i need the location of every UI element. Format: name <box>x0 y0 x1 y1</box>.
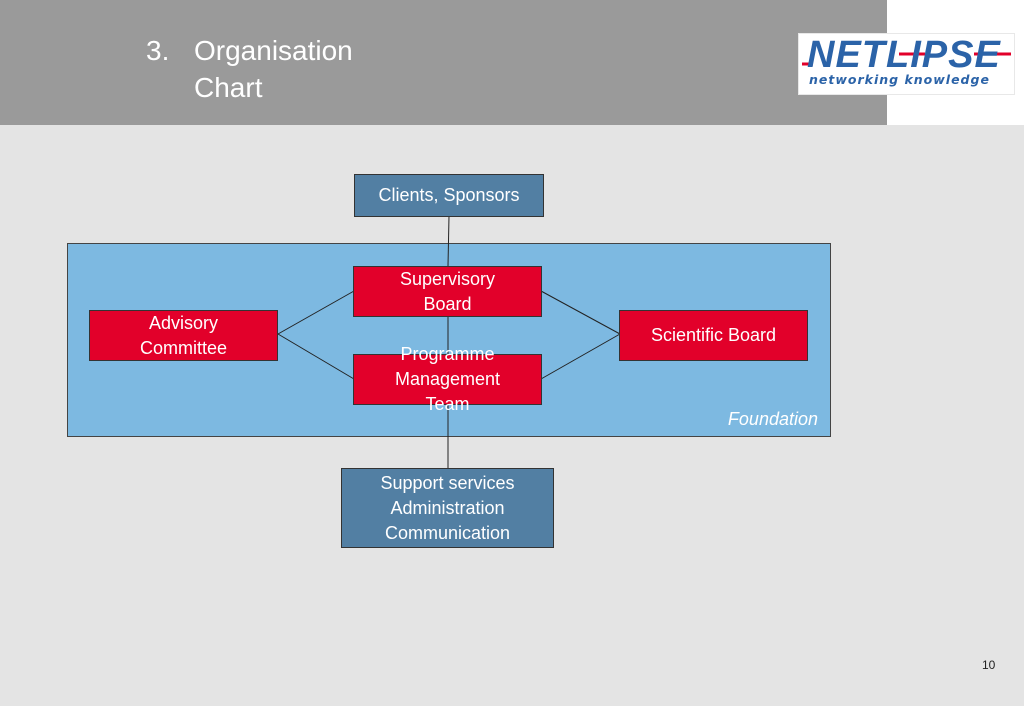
node-programme-management-team: Programme Management Team <box>353 344 542 414</box>
node-supervisory-board: Supervisory Board <box>353 266 542 317</box>
connector-programme-to-scientific <box>540 333 621 380</box>
logo-tagline: networking knowledge <box>809 72 990 87</box>
connector-advisory-to-supervisory <box>277 290 355 335</box>
title-text: Organisation Chart <box>194 35 353 103</box>
connector-supervisory-to-scientific <box>540 290 621 335</box>
header-bar: 3. Organisation Chart <box>0 0 887 125</box>
connector-advisory-to-programme <box>277 333 355 380</box>
title-number: 3. <box>146 35 170 66</box>
foundation-label: Foundation <box>727 409 818 429</box>
node-advisory-committee: Advisory Committee <box>89 310 278 361</box>
node-clients-sponsors: Clients, Sponsors <box>354 174 544 217</box>
page-number: 10 <box>982 658 996 672</box>
node-scientific-board: Scientific Board <box>619 310 808 361</box>
node-support-services: Support services Administration Communic… <box>341 468 554 548</box>
logo-decoration <box>802 52 1011 66</box>
netlipse-logo: NETLIPSE networking knowledge <box>799 34 1014 94</box>
connector-clients-to-supervisory <box>447 215 450 267</box>
logo-wordmark: NETLIPSE <box>807 34 1001 76</box>
